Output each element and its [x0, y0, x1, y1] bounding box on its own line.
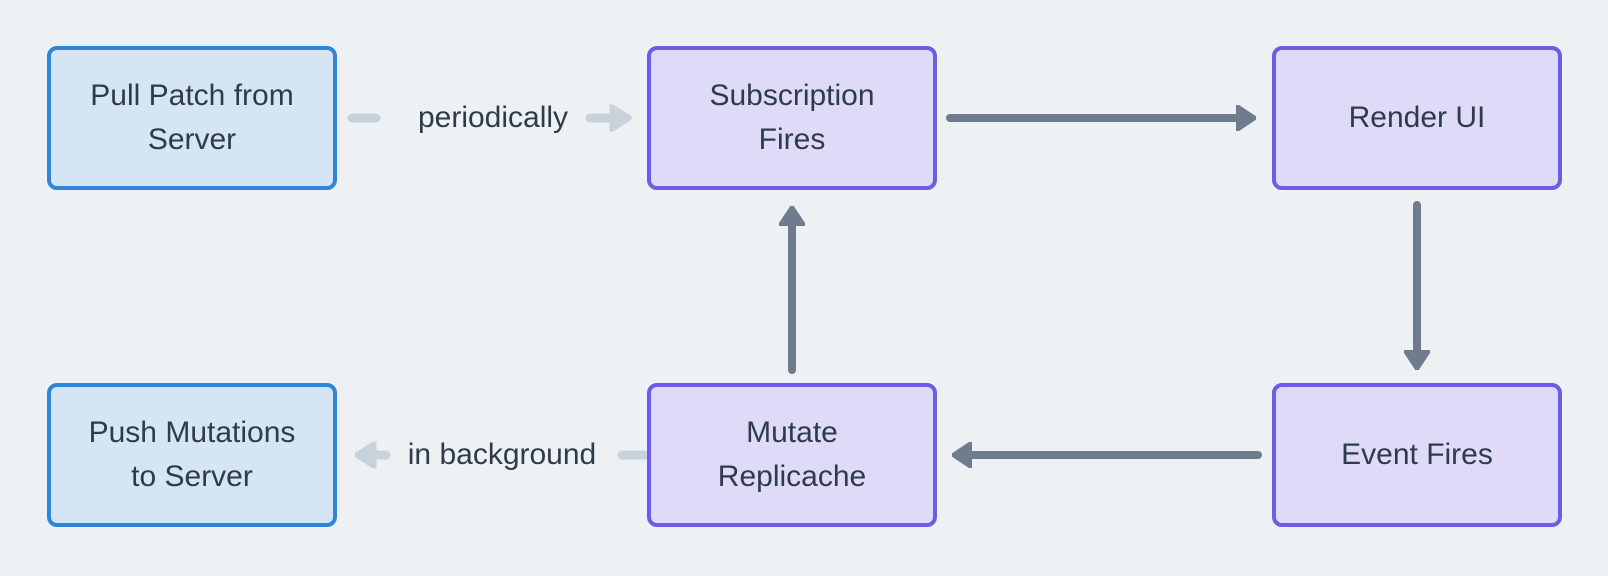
edge-label-periodically: periodically [417, 101, 569, 134]
node-push-mutations-to-server: Push Mutations to Server [47, 383, 337, 527]
node-mutate-replicache: Mutate Replicache [647, 383, 937, 527]
node-pull-patch-from-server: Pull Patch from Server [47, 46, 337, 190]
node-render-ui: Render UI [1272, 46, 1562, 190]
edge-label-in-background: in background [407, 438, 597, 471]
node-event-fires: Event Fires [1272, 383, 1562, 527]
node-subscription-fires: Subscription Fires [647, 46, 937, 190]
